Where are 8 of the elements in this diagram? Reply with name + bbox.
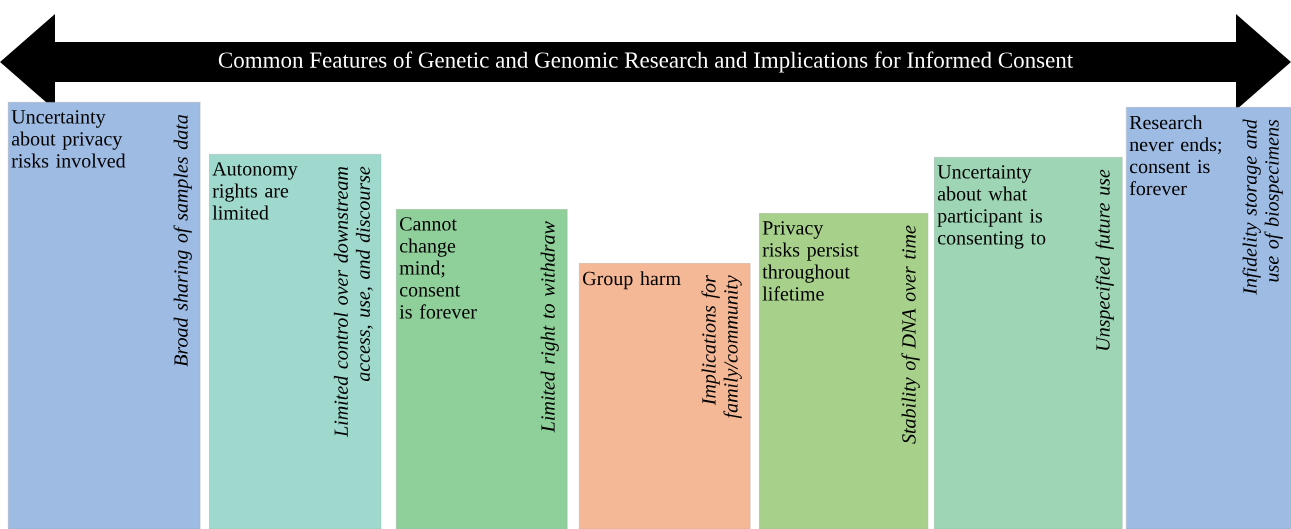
double-arrow-banner: Common Features of Genetic and Genomic Research and Implications for Informed Consent: [0, 14, 1291, 110]
feature-bar: Cannot change mind; consent is forever Limited right to withdraw: [396, 209, 568, 529]
feature-bar: Uncertainty about what participant is consenting to Unspecified future use: [934, 157, 1123, 529]
feature-bar: Research never ends; consent is forever Infidelity storage and use of biospecimens: [1126, 107, 1291, 529]
feature-bar: Uncertainty about privacy risks involved Broad sharing of samples data: [8, 102, 201, 529]
feature-bar: Privacy risks persist throughout lifetime Stability of DNA over time: [759, 213, 929, 529]
feature-bar: Group harm Implications for family/community: [579, 263, 751, 529]
feature-bar: Autonomy rights are limited Limited control over downstream access, use, and discourse: [209, 154, 382, 529]
